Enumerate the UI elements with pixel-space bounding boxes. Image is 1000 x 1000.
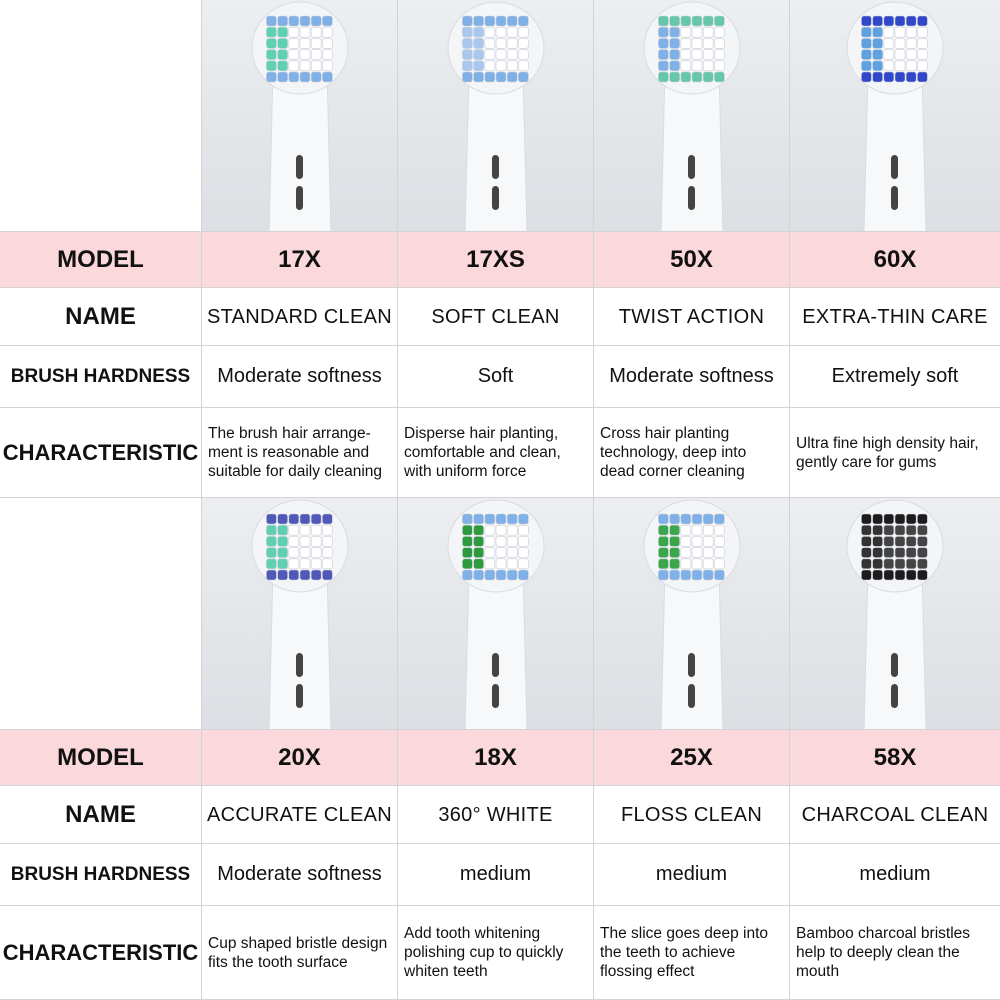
product-image [594, 0, 790, 232]
product-image [790, 0, 1000, 232]
row-label-characteristic: CHARACTERISTIC [0, 408, 202, 498]
product-image [790, 498, 1000, 730]
row-label-hardness: BRUSH HARDNESS [0, 346, 202, 408]
product-image [398, 0, 594, 232]
name-value: EXTRA-THIN CARE [790, 288, 1000, 346]
characteristic-value: Disperse hair planting, comfortable and … [398, 408, 594, 498]
toothbrush-head-icon [447, 1, 544, 231]
characteristic-value: Cup shaped bristle design fits the tooth… [202, 906, 398, 1000]
toothbrush-head-icon [447, 499, 544, 729]
name-value: FLOSS CLEAN [594, 786, 790, 844]
hardness-value: Moderate softness [202, 844, 398, 906]
model-value: 60X [790, 232, 1000, 288]
blank-label-cell [0, 498, 202, 730]
toothbrush-head-icon [251, 1, 348, 231]
characteristic-value: Add tooth whitening polishing cup to qui… [398, 906, 594, 1000]
row-label-hardness: BRUSH HARDNESS [0, 844, 202, 906]
row-label-name: NAME [0, 786, 202, 844]
model-value: 17X [202, 232, 398, 288]
name-value: STANDARD CLEAN [202, 288, 398, 346]
model-value: 18X [398, 730, 594, 786]
product-image [202, 0, 398, 232]
product-image [202, 498, 398, 730]
row-label-characteristic: CHARACTERISTIC [0, 906, 202, 1000]
name-value: TWIST ACTION [594, 288, 790, 346]
toothbrush-head-icon [846, 1, 944, 231]
model-value: 25X [594, 730, 790, 786]
toothbrush-head-icon [643, 499, 740, 729]
characteristic-value: Bamboo charcoal bristles help to deeply … [790, 906, 1000, 1000]
model-value: 58X [790, 730, 1000, 786]
model-value: 50X [594, 232, 790, 288]
hardness-value: Moderate softness [594, 346, 790, 408]
hardness-value: medium [790, 844, 1000, 906]
hardness-value: medium [594, 844, 790, 906]
model-value: 17XS [398, 232, 594, 288]
product-image [398, 498, 594, 730]
product-image [594, 498, 790, 730]
characteristic-value: Ultra fine high density hair, gently car… [790, 408, 1000, 498]
characteristic-value: The slice goes deep into the teeth to ac… [594, 906, 790, 1000]
toothbrush-head-icon [643, 1, 740, 231]
characteristic-value: The brush hair arrange-ment is reasonabl… [202, 408, 398, 498]
hardness-value: medium [398, 844, 594, 906]
hardness-value: Extremely soft [790, 346, 1000, 408]
characteristic-value: Cross hair planting technology, deep int… [594, 408, 790, 498]
name-value: CHARCOAL CLEAN [790, 786, 1000, 844]
row-label-name: NAME [0, 288, 202, 346]
name-value: SOFT CLEAN [398, 288, 594, 346]
toothbrush-head-icon [251, 499, 348, 729]
toothbrush-head-icon [846, 499, 944, 729]
blank-label-cell [0, 0, 202, 232]
name-value: 360° WHITE [398, 786, 594, 844]
hardness-value: Moderate softness [202, 346, 398, 408]
hardness-value: Soft [398, 346, 594, 408]
row-label-model: MODEL [0, 730, 202, 786]
name-value: ACCURATE CLEAN [202, 786, 398, 844]
model-value: 20X [202, 730, 398, 786]
row-label-model: MODEL [0, 232, 202, 288]
